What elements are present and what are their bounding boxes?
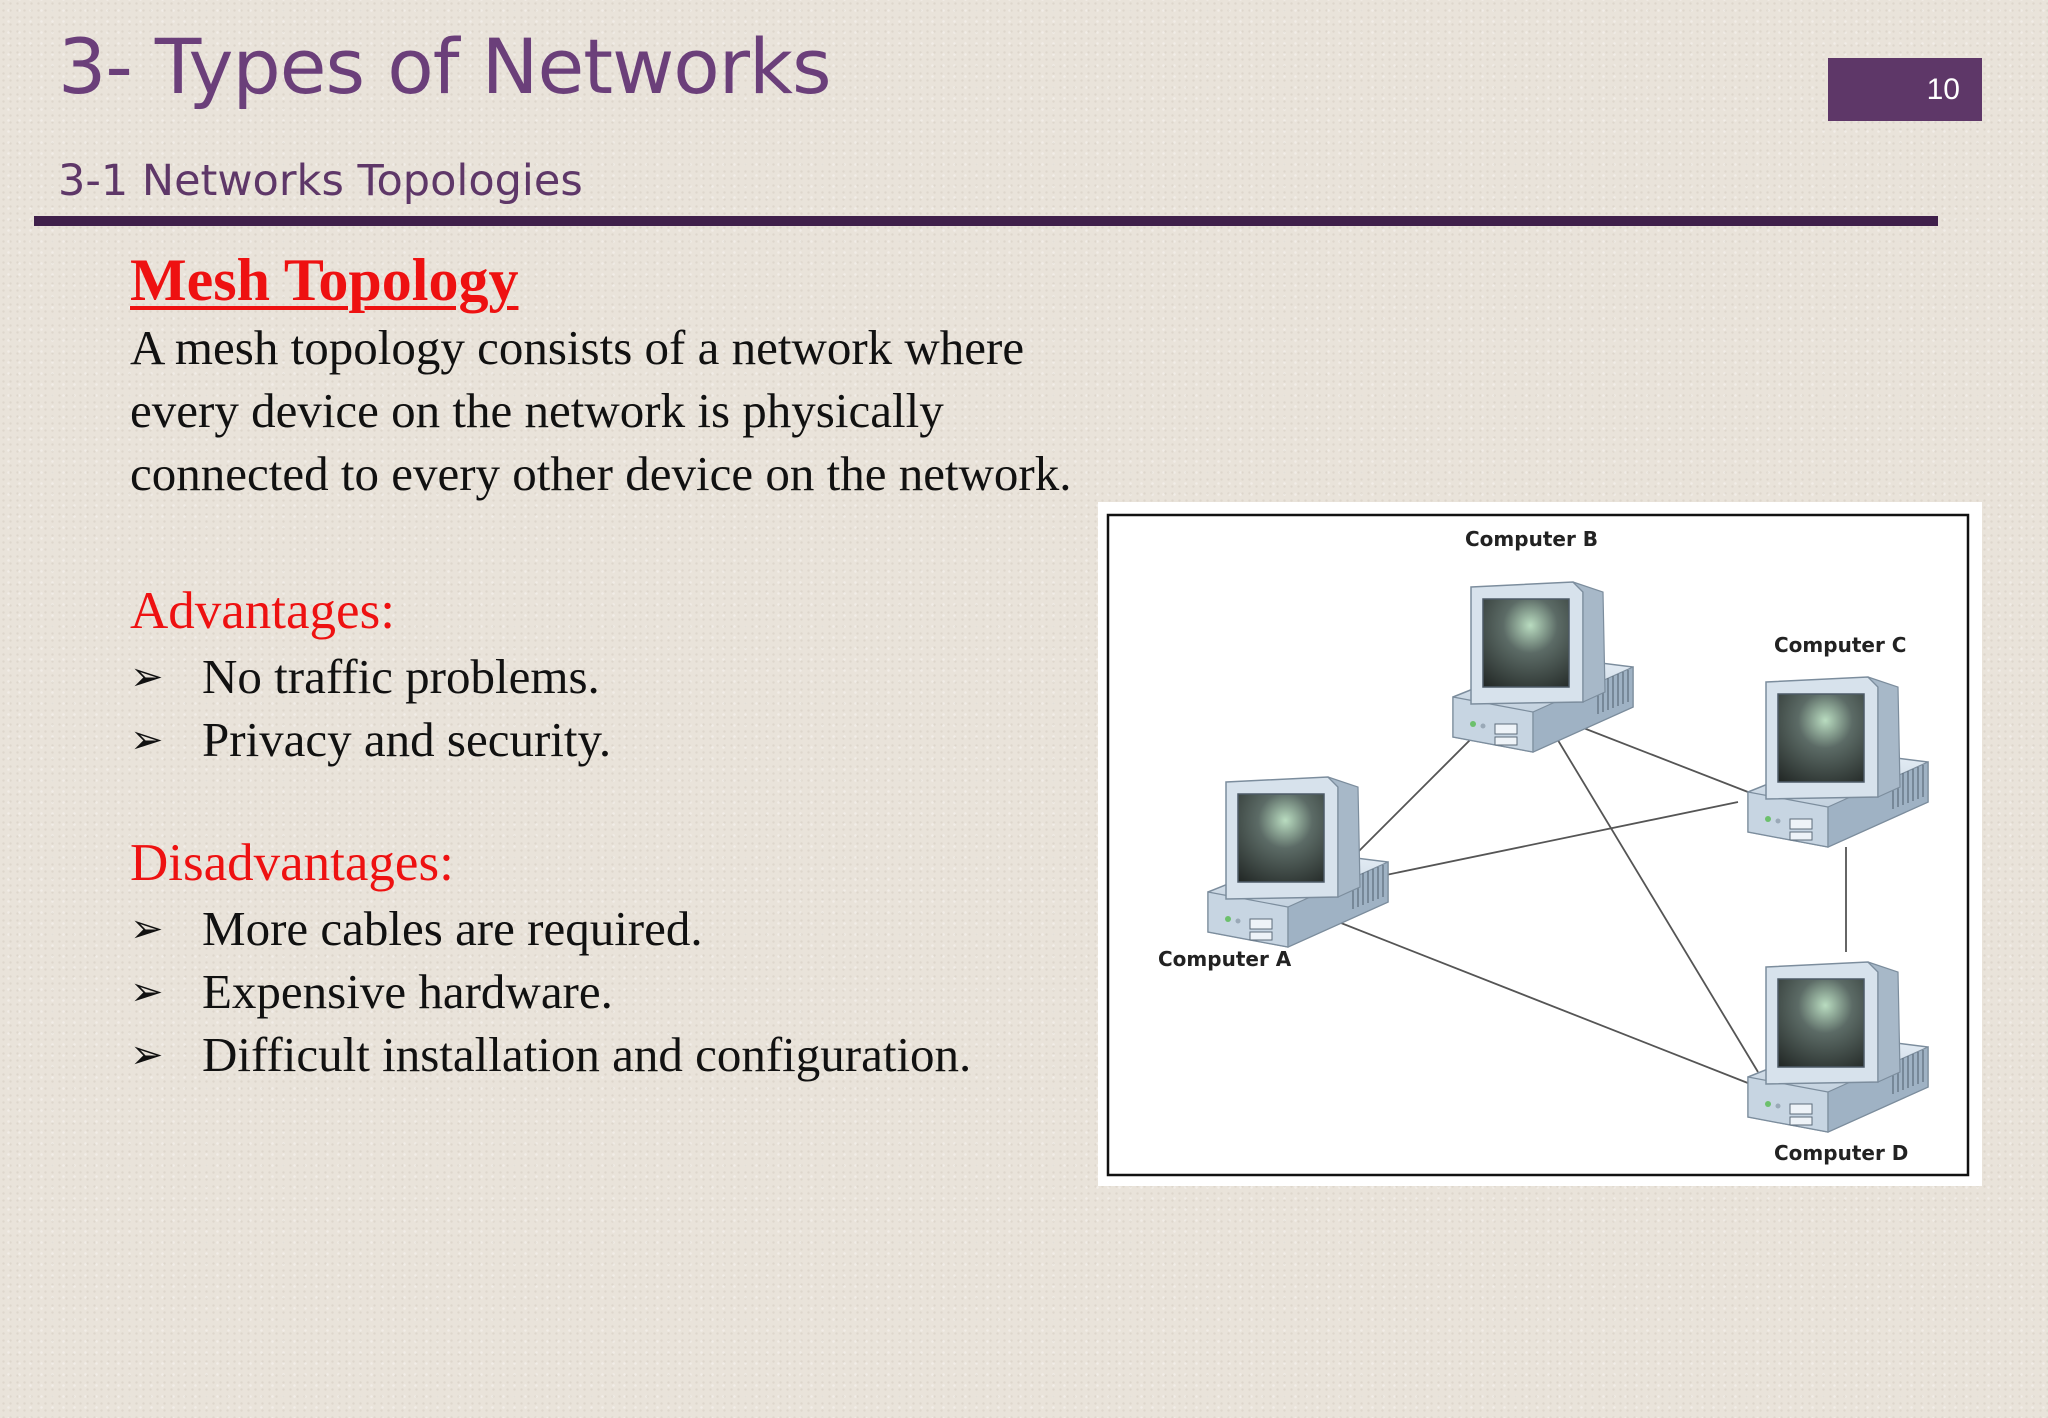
computer-c-label: Computer C [1774, 633, 1906, 657]
advantages-heading: Advantages: [130, 582, 395, 640]
computer-b-label: Computer B [1465, 527, 1598, 551]
disadvantages-heading: Disadvantages: [130, 834, 454, 892]
list-item: ➢ Expensive hardware. [130, 960, 1120, 1023]
topic-description: A mesh topology consists of a network wh… [130, 320, 1072, 501]
arrowhead-bullet-icon: ➢ [130, 968, 164, 1015]
arrowhead-bullet-icon: ➢ [130, 716, 164, 763]
arrowhead-bullet-icon: ➢ [130, 905, 164, 952]
content-column: Mesh Topology A mesh topology consists o… [130, 244, 1120, 1086]
list-item: ➢ No traffic problems. [130, 645, 1120, 708]
slide-number: 10 [1926, 72, 1960, 106]
disadvantages-list: ➢ More cables are required. ➢ Expensive ha… [130, 897, 1120, 1086]
list-item-text: More cables are required. [202, 901, 703, 956]
topic-heading: Mesh Topology [130, 247, 519, 313]
list-item-text: Difficult installation and configuration… [202, 1027, 972, 1082]
header-divider [34, 216, 1938, 226]
link-b-d [1552, 731, 1759, 1073]
section-subtitle: 3-1 Networks Topologies [58, 156, 583, 206]
link-a-d [1312, 911, 1759, 1088]
list-item-text: Privacy and security. [202, 712, 612, 767]
list-item: ➢ Difficult installation and configuratio… [130, 1023, 1120, 1086]
computer-d-label: Computer D [1774, 1141, 1908, 1165]
slide-number-badge: 10 [1828, 58, 1982, 121]
arrowhead-bullet-icon: ➢ [130, 653, 164, 700]
advantages-list: ➢ No traffic problems. ➢ Privacy and secur… [130, 645, 1120, 771]
arrowhead-bullet-icon: ➢ [130, 1031, 164, 1078]
list-item-text: Expensive hardware. [202, 964, 613, 1019]
link-b-c [1567, 721, 1749, 793]
computer-a-label: Computer A [1158, 947, 1292, 971]
mesh-topology-diagram: Computer B Computer C Computer A Compute… [1098, 502, 1982, 1186]
mesh-diagram-svg: Computer B Computer C Computer A Compute… [1106, 513, 1970, 1177]
list-item: ➢ More cables are required. [130, 897, 1120, 960]
list-item: ➢ Privacy and security. [130, 708, 1120, 771]
list-item-text: No traffic problems. [202, 649, 600, 704]
link-a-c [1327, 801, 1739, 888]
slide-title: 3- Types of Networks [58, 22, 832, 111]
